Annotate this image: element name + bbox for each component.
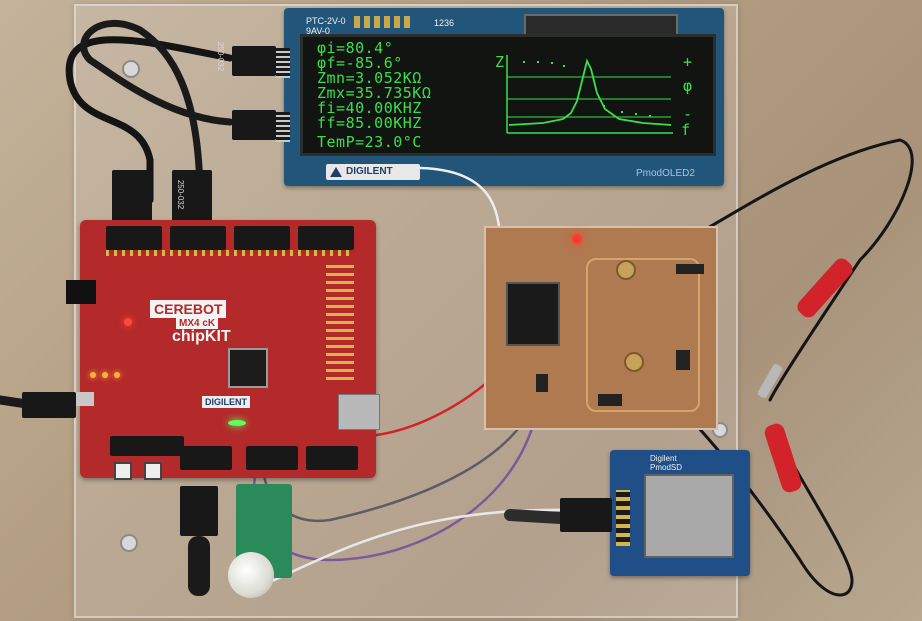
graph-label-minus: - [683, 105, 693, 123]
sd-model-label: PmodSD [650, 463, 683, 472]
ic-socket [506, 282, 560, 346]
oled-z-max: Zmx=35.735KΩ [317, 84, 432, 102]
connector-pins [536, 374, 548, 392]
pmod-header-bottom-2 [180, 446, 232, 470]
cable-connector-right-vertical: 250-032 [172, 170, 212, 226]
status-led-orange-3 [114, 372, 120, 378]
cable-connector-left-vertical [112, 170, 152, 226]
silk-label-9av: 9AV-0 [306, 26, 330, 36]
oled-phi-initial: φi=80.4° [317, 39, 394, 57]
digilent-badge: DIGILENT [326, 164, 420, 180]
pmod-header-jc [234, 226, 290, 250]
black-probe-wire-2 [628, 358, 854, 597]
oled-header-pins-top [276, 48, 290, 78]
oled-f-final: ff=85.00KHZ [317, 114, 422, 132]
header-small-2 [676, 350, 690, 370]
protoboard-led-red [572, 234, 582, 244]
header-small-1 [676, 264, 704, 274]
cable-connector-top: 250-032 [216, 42, 276, 76]
side-header-pins [326, 260, 354, 380]
cable-connector-mid [232, 110, 276, 140]
oled-header-pins-mid [276, 112, 290, 142]
silk-label-code: 1236 [434, 18, 455, 28]
temperature-sensor-knob [228, 552, 274, 598]
custom-protoboard [484, 226, 718, 430]
status-led-red [124, 318, 132, 326]
oled-f-initial: fi=40.00KHZ [317, 99, 422, 117]
usb-cable-connector [22, 392, 76, 418]
status-led-green [228, 420, 246, 426]
usb-port [76, 392, 94, 406]
graph-label-f: f [681, 121, 691, 139]
bnc-connector-2 [624, 352, 644, 372]
bottom-cable [188, 536, 210, 596]
bottom-cable-connector [180, 486, 218, 536]
cerebot-mx4ck-board: CEREBOT MX4 cK chipKIT DIGILENT [66, 220, 380, 480]
usb-a-port [338, 394, 380, 430]
standoff-top-left [122, 60, 140, 78]
pmod-header-bottom-4 [306, 446, 358, 470]
board-model-label: PmodOLED2 [636, 168, 695, 179]
oled-temperature: TemP=23.0°C [317, 133, 422, 151]
cable-label-top: 250-032 [216, 41, 226, 72]
sd-cable-connector [560, 498, 612, 532]
gray-sd-cable [504, 509, 566, 524]
status-led-orange-2 [102, 372, 108, 378]
power-jack [66, 280, 96, 304]
bnc-connector-1 [616, 260, 636, 280]
impedance-sweep-graph [506, 55, 673, 134]
pmod-header-jb [170, 226, 226, 250]
black-probe-wire [628, 138, 914, 402]
sd-card-slot [644, 474, 734, 558]
microcontroller-chip [228, 348, 268, 388]
reset-button [114, 462, 132, 480]
header-pins-row-top [106, 250, 354, 256]
graph-label-plus: + [683, 53, 693, 71]
user-button [144, 462, 162, 480]
oled-display: φi=80.4° φf=-85.6° Zmn=3.052KΩ Zmx=35.73… [300, 34, 716, 156]
cerebot-logo-text: CEREBOT [150, 300, 227, 318]
chipkit-logo-text: chipKIT [172, 328, 231, 345]
white-wire-bottom [268, 508, 622, 584]
silk-label-ptc: PTC-2V-0 [306, 16, 346, 26]
copper-traces [586, 258, 700, 412]
cable-label-right: 250-032 [176, 179, 186, 210]
oled-phi-final: φf=-85.6° [317, 54, 403, 72]
smd-components [354, 16, 414, 28]
digilent-label-cerebot: DIGILENT [202, 396, 250, 408]
black-cable-loop-left-2 [80, 20, 234, 204]
pmod-header-jd [298, 226, 354, 250]
standoff-bottom-left [120, 534, 138, 552]
digilent-brand-text: DIGILENT [346, 166, 393, 177]
pmod-sd-board: Digilent PmodSD [610, 450, 750, 576]
mx4ck-logo-text: MX4 cK [176, 318, 219, 329]
digilent-logo-icon [330, 167, 342, 177]
sd-header-pins [616, 490, 630, 546]
pmod-header-bottom-1 [110, 436, 184, 456]
pmod-header-ja [106, 226, 162, 250]
graph-label-z: Z [495, 53, 505, 71]
graph-label-phi: φ [683, 77, 693, 95]
oled-z-min: Zmn=3.052KΩ [317, 69, 422, 87]
status-led-orange-1 [90, 372, 96, 378]
sd-brand-label: Digilent [650, 454, 677, 463]
header-small-3 [598, 394, 622, 406]
brand-plate: CEREBOT MX4 cK [150, 300, 248, 340]
pmod-header-bottom-3 [246, 446, 298, 470]
